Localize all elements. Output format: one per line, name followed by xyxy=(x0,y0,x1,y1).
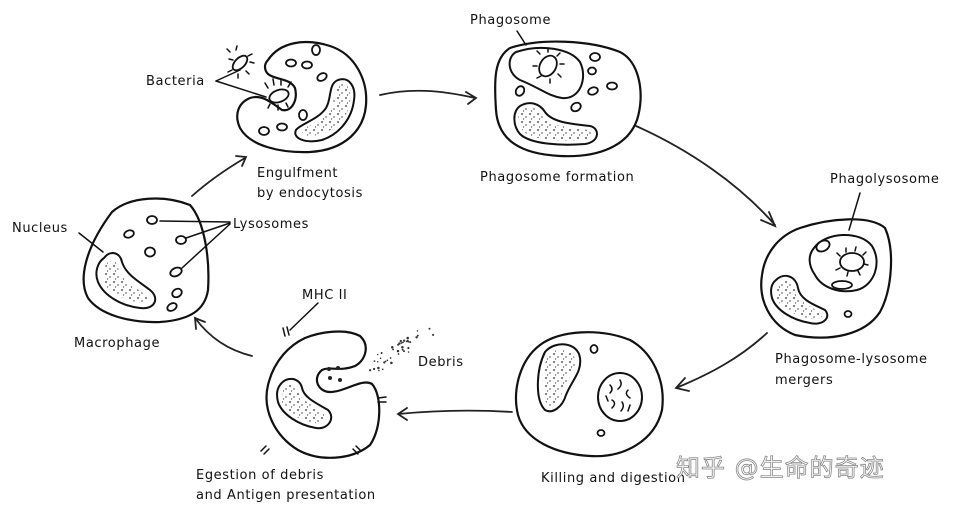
debris-speck xyxy=(376,361,379,363)
debris-speck xyxy=(407,346,410,350)
nucleus-pointer xyxy=(78,232,104,253)
debris-speck xyxy=(406,336,409,340)
debris-speck xyxy=(397,353,400,355)
lysosomes-label: Lysosomes xyxy=(233,217,309,232)
egestion-cell xyxy=(260,326,387,459)
arrow-to-killing xyxy=(674,332,768,392)
lysosomes-pointers xyxy=(159,220,231,269)
killing-label: Killing and digestion xyxy=(541,471,686,486)
phagosome-bacterium xyxy=(538,54,558,78)
debris-speck xyxy=(400,342,403,344)
debris-speck xyxy=(405,340,408,343)
debris-speck xyxy=(391,345,394,349)
debris-speck xyxy=(389,357,392,359)
watermark: 知乎 @生命的奇迹 xyxy=(676,454,885,482)
mhc-label: MHC II xyxy=(302,288,347,303)
engulfment-label-line2: by endocytosis xyxy=(257,186,363,201)
debris-speck xyxy=(401,346,404,349)
debris-speck xyxy=(432,333,435,336)
macrophage-label: Macrophage xyxy=(74,336,160,351)
nucleus-label: Nucleus xyxy=(12,221,68,236)
debris-speck xyxy=(397,343,400,346)
phagolysosome-label: Phagolysosome xyxy=(830,172,939,187)
debris-speck xyxy=(373,360,376,362)
debris-speck xyxy=(416,334,419,337)
phagolysosome-bacterium xyxy=(839,252,865,272)
debris-speck xyxy=(401,348,404,351)
debris-speck xyxy=(403,339,406,342)
debris-speck xyxy=(380,351,383,355)
bacteria-pointers xyxy=(215,69,267,98)
merger-cell xyxy=(760,218,893,339)
debris-speck xyxy=(368,369,372,372)
debris-speck xyxy=(386,359,389,362)
debris-speck xyxy=(377,353,379,356)
mhc-ii-receptors xyxy=(260,326,387,455)
free-bacterium xyxy=(226,45,255,79)
debris-speck xyxy=(396,349,400,353)
killing-cell xyxy=(514,331,664,458)
debris-label: Debris xyxy=(418,355,464,370)
egestion-label-line2: and Antigen presentation xyxy=(196,488,376,503)
debris-speck xyxy=(381,368,384,371)
debris-speck xyxy=(407,340,410,343)
debris-speck xyxy=(409,341,412,344)
engulfed-bacterium xyxy=(268,88,290,104)
arrow-to-macrophage xyxy=(193,316,253,357)
phagosome-formation-label: Phagosome formation xyxy=(480,170,634,185)
egestion-label-line1: Egestion of debris xyxy=(196,468,324,483)
phagolysosome-pointer xyxy=(848,192,861,231)
debris-speck xyxy=(390,361,393,365)
arrow-to-egestion xyxy=(396,407,513,421)
merger-label-line1: Phagosome-lysosome xyxy=(775,352,928,367)
debris-speck xyxy=(373,367,376,371)
debris-speck xyxy=(384,360,387,363)
arrow-to-phagosome-formation xyxy=(379,89,478,105)
debris-speck xyxy=(428,327,431,330)
debris-speck xyxy=(399,339,402,343)
debris-particles xyxy=(368,327,435,372)
debris-speck xyxy=(379,357,382,359)
debris-speck xyxy=(416,330,419,332)
phagosome-pointer xyxy=(516,30,527,46)
engulfment-label-line1: Engulfment xyxy=(257,166,338,181)
mhc-pointer xyxy=(289,302,319,331)
debris-speck xyxy=(378,369,380,372)
phagosome-cell xyxy=(494,40,642,158)
arrow-to-engulfment xyxy=(191,155,248,197)
phagosome-label: Phagosome xyxy=(470,13,551,28)
debris-speck xyxy=(377,366,380,370)
debris-speck xyxy=(407,351,410,353)
debris-speck xyxy=(383,361,386,364)
digested-bacterium-vacuole xyxy=(597,372,643,422)
engulfment-cell xyxy=(236,40,368,154)
bacteria-label: Bacteria xyxy=(146,74,205,89)
arrow-to-merger xyxy=(635,125,777,228)
debris-speck xyxy=(415,336,418,339)
merger-label-line2: mergers xyxy=(775,373,833,388)
macrophage-cell xyxy=(82,197,210,324)
debris-speck xyxy=(402,341,404,344)
debris-speck xyxy=(403,350,405,353)
debris-speck xyxy=(392,348,395,351)
